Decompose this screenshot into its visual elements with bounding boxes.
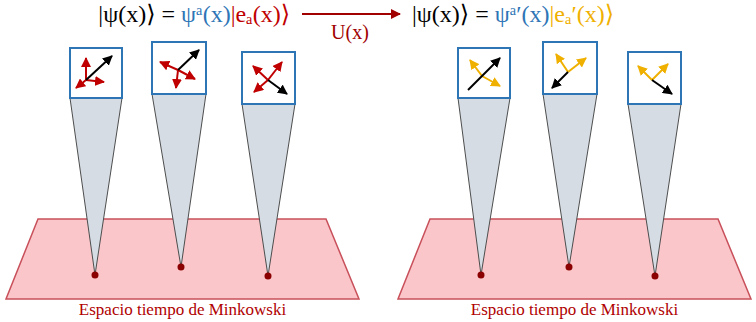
fiber-cone (242, 104, 295, 276)
basis-vector (176, 70, 178, 88)
basis-vector (470, 60, 482, 76)
state-vector (178, 50, 199, 70)
label-holder: U(x) (331, 20, 369, 44)
basis-vector (86, 80, 104, 82)
basis-vector (638, 66, 652, 80)
formula-part: ψᵃ(x) (181, 1, 231, 27)
state-group (86, 50, 672, 94)
spacetime-point (652, 273, 659, 280)
basis-vector (253, 66, 268, 80)
formula-part: |eₐ′(x)⟩ (550, 1, 615, 27)
fiber-box (458, 48, 510, 98)
basis-vector (568, 58, 586, 72)
basis-vector (254, 80, 268, 92)
fiber-box (70, 48, 122, 98)
state-vector (552, 72, 568, 88)
fiber-box (628, 52, 681, 104)
fiber-cone (628, 104, 681, 276)
fiber-cone (543, 94, 597, 267)
label-holder: |ψ(x)⟩ = ψᵃ′(x)|eₐ′(x)⟩ (412, 0, 614, 28)
basis-vector (76, 80, 86, 88)
spacetime-point (478, 272, 485, 279)
formula-part: |eₐ(x)⟩ (231, 1, 290, 27)
formula-part: ψᵃ′(x) (495, 1, 550, 27)
basis-vector (556, 54, 568, 72)
fiber-box (152, 42, 206, 94)
state-vector (468, 58, 500, 90)
spacetime-point (92, 272, 99, 279)
spacetime-point (566, 264, 573, 271)
basis-group (76, 58, 282, 92)
basis-vector (268, 62, 282, 80)
point-group (92, 264, 659, 280)
state-formula: |ψ(x)⟩ = ψᵃ(x)|eₐ(x)⟩ (98, 0, 290, 28)
formula-part: |ψ(x)⟩ = (412, 1, 495, 27)
basis-vector (160, 62, 178, 70)
fiber-box (543, 42, 597, 94)
basis-vector (178, 70, 195, 79)
basis-vector (482, 76, 500, 86)
fiber-cone (458, 98, 510, 275)
spacetime-point (178, 264, 185, 271)
plane-caption: Espacio tiempo de Minkowski (471, 301, 678, 319)
state-vector (652, 80, 672, 94)
state-vector (86, 56, 112, 80)
basis-vector (85, 58, 87, 80)
basis-vector (652, 64, 668, 80)
state-formula: |ψ(x)⟩ = ψᵃ′(x)|eₐ′(x)⟩ (412, 0, 614, 28)
cone-group (70, 94, 681, 276)
fiber-cone (70, 98, 122, 275)
fiber-box (242, 52, 295, 104)
formula-part: |ψ(x)⟩ = (98, 1, 181, 27)
state-vector (268, 80, 287, 94)
label-holder: |ψ(x)⟩ = ψᵃ(x)|eₐ(x)⟩ (98, 0, 290, 28)
box-group (70, 42, 681, 104)
transform-label: U(x) (331, 20, 369, 44)
spacetime-point (265, 273, 272, 280)
fiber-cone (152, 94, 206, 267)
transform-arrow (302, 13, 400, 15)
plane-caption: Espacio tiempo de Minkowski (79, 301, 286, 319)
